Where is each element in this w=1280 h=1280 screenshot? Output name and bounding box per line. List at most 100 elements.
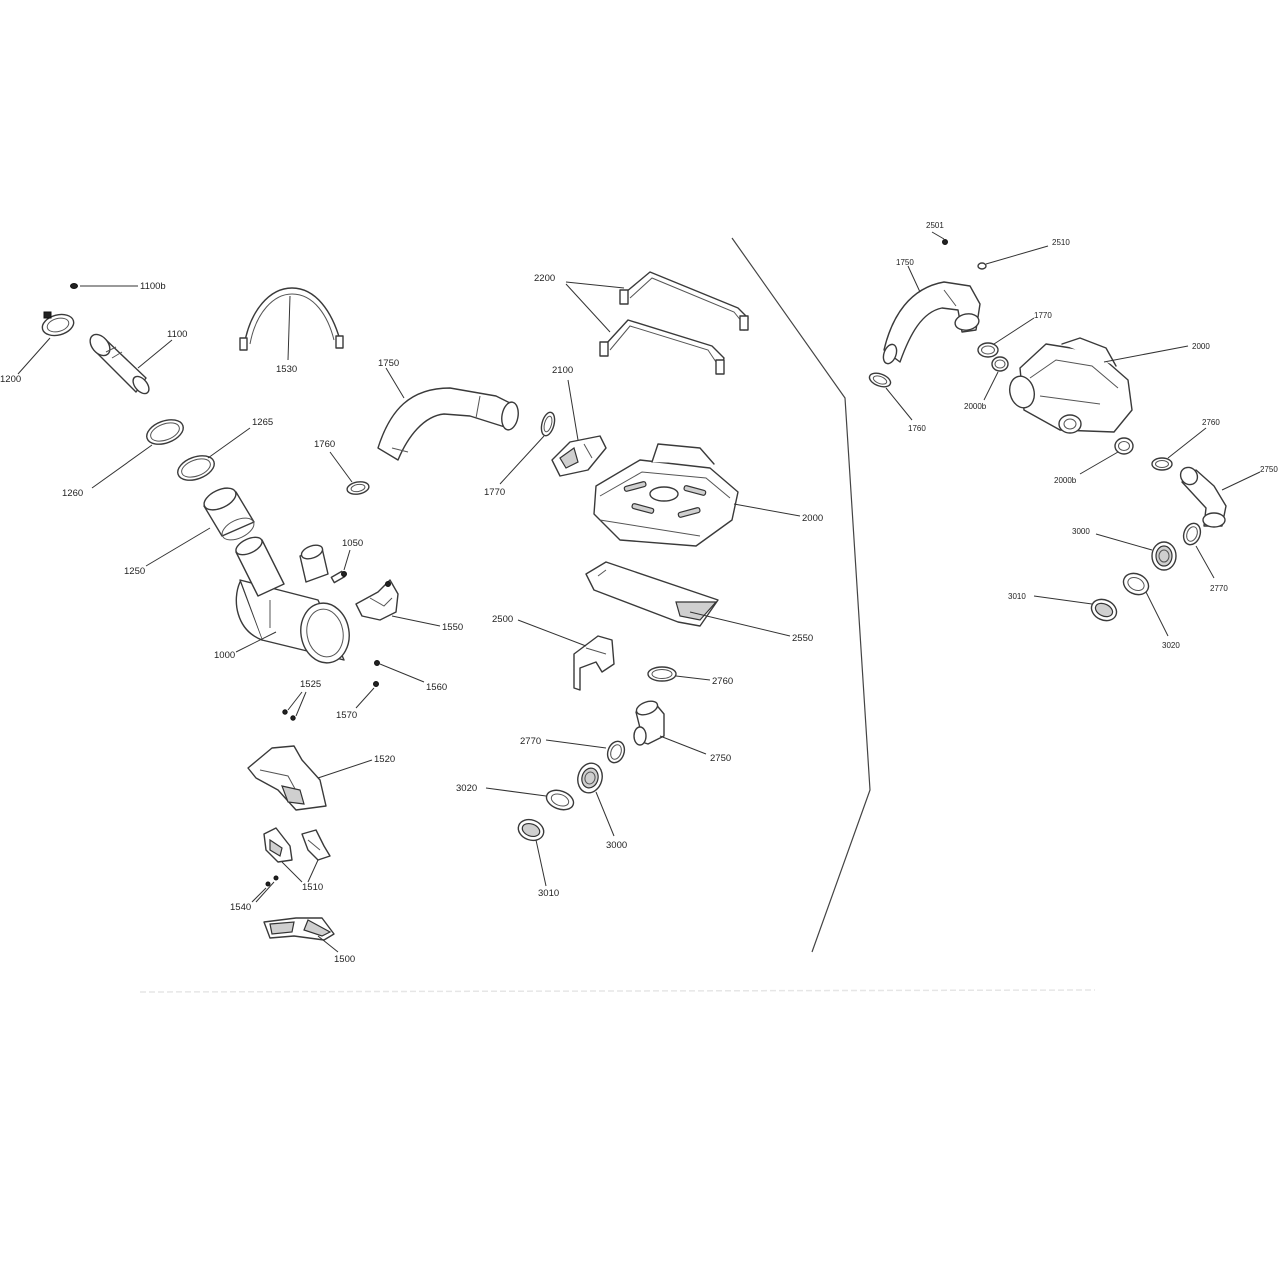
callout-1750-left: 1750 [378,358,399,369]
section-divider-line [731,237,871,953]
callout-1100: 1100 [167,329,187,340]
leader-1050 [343,549,351,571]
part-1525-screws [282,709,296,721]
callout-3020-right: 3020 [1162,641,1180,650]
leader-2100 [567,379,579,441]
leader-2550 [689,611,791,637]
leader-1760-right [885,387,913,421]
leader-3010-right [1033,595,1093,605]
leader-1510-b [307,859,319,883]
leader-2200-b [565,283,611,333]
part-2000-airbox-mid [593,443,739,547]
callout-2000b-bottom: 2000b [1054,476,1077,485]
leader-2760-right [1167,427,1207,459]
leader-2501 [931,231,945,240]
leader-1570 [355,687,375,709]
part-2501-screw [942,239,948,245]
part-1500-plate [263,917,335,941]
leader-1540-a [251,887,267,903]
leader-1550 [391,615,441,627]
leader-1520 [317,759,373,779]
callout-2500: 2500 [492,614,513,625]
leader-3020-mid [485,787,547,797]
part-3020-ring-mid [545,789,575,811]
leader-2000b-top [983,371,999,401]
callout-1510: 1510 [302,882,323,893]
callout-labels: 1100b 1200 1100 1530 1265 1260 1750 1760… [0,221,1278,965]
callout-1200: 1200 [0,374,21,385]
callout-1100b: 1100b [140,281,166,292]
part-1510-guards [263,827,331,863]
leader-2750-right [1221,471,1261,491]
callout-3000-right: 3000 [1072,527,1090,536]
part-1750-hose-left [377,387,519,461]
part-2550-filter [585,561,719,627]
part-1540-screws [265,875,279,887]
part-2100-bracket [551,435,607,477]
callout-1530: 1530 [276,364,297,375]
leader-3020-right [1145,591,1169,637]
leader-1200 [17,337,51,375]
part-3010-ring-mid [517,818,545,842]
leader-1770-left [499,435,545,485]
leader-2000-mid [733,503,801,517]
leader-1500 [317,935,339,953]
part-2760-clamp-right [1151,457,1173,471]
part-1760-clamp-right [868,372,892,388]
part-1770-clamp-left [540,411,556,437]
part-3000-coupler-mid [577,762,603,794]
leader-1750-right [907,265,921,293]
part-1770-clamp-right [977,342,999,358]
callout-2770-mid: 2770 [520,736,541,747]
leader-1525-b [295,691,307,717]
part-2200-straps [599,271,749,375]
callout-1770-left: 1770 [484,487,505,498]
leader-1525-a [287,691,303,711]
leader-1770-right [993,317,1035,345]
leader-1265 [207,427,251,459]
leader-2000b-bottom [1079,451,1119,475]
callout-1520: 1520 [374,754,395,765]
callout-1050: 1050 [342,538,363,549]
callout-2501: 2501 [926,221,944,230]
callout-2750-right: 2750 [1260,465,1278,474]
part-1100-pipe [89,333,150,395]
leader-3010-mid [535,839,547,887]
leader-1510-a [281,861,303,883]
part-2750-elbow-mid [633,700,665,746]
callout-1560: 1560 [426,682,447,693]
callout-2000-mid: 2000 [802,513,823,524]
leader-2750-mid [659,735,707,755]
callout-1750-right: 1750 [896,258,914,267]
callout-3010-mid: 3010 [538,888,559,899]
callout-1770-right: 1770 [1034,311,1052,320]
leader-1540-b [255,881,275,903]
leader-2770-right [1195,545,1215,579]
part-2000b-ring-bottom [1114,437,1134,455]
part-1570-nut [373,681,379,687]
callout-2770-right: 2770 [1210,584,1228,593]
leader-1250 [145,527,211,567]
leader-2500 [517,619,587,647]
part-2770-clamp-mid [606,740,626,764]
leader-3000-right [1095,533,1153,551]
callout-3010-right: 3010 [1008,592,1026,601]
part-2510-nut [977,262,987,270]
callout-1525: 1525 [300,679,321,690]
leader-2510 [985,245,1049,265]
part-2770-clamp-right [1182,522,1202,546]
callout-2550: 2550 [792,633,813,644]
callout-2000-right: 2000 [1192,342,1210,351]
callout-1540: 1540 [230,902,251,913]
part-1560-nut [374,660,380,666]
callout-1500: 1500 [334,954,355,965]
callout-1000: 1000 [214,650,235,661]
leader-2770-mid [545,739,607,749]
callout-2760-mid: 2760 [712,676,733,687]
part-2760-clamp-mid [647,666,677,682]
part-1000-muffler [235,536,350,664]
leader-1760-left [329,451,353,483]
callout-2200: 2200 [534,273,555,284]
leader-1750-left [385,367,405,399]
